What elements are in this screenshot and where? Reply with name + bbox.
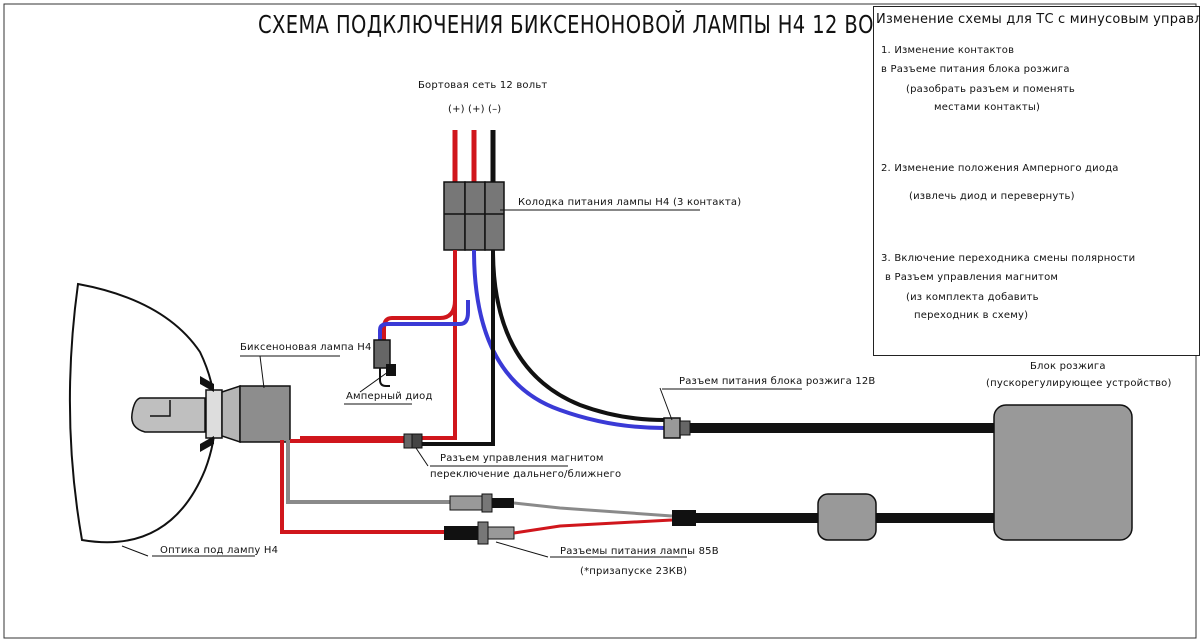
lamp-power-label: Разъемы питания лампы 85В <box>560 546 719 557</box>
magnet-control-sublabel: переключение дальнего/ближнего <box>430 469 622 480</box>
optics-label: Оптика под лампу H4 <box>160 545 279 556</box>
h4-connector <box>443 181 505 251</box>
step1-note1: (разобрать разъем и поменять <box>906 84 1075 95</box>
ballast-box <box>993 404 1133 541</box>
ballast-label: Блок розжига <box>1030 361 1106 372</box>
step1-line1: 1. Изменение контактов <box>881 45 1015 56</box>
ampere-diode <box>373 339 396 387</box>
step3-line2: в Разъем управления магнитом <box>885 272 1059 283</box>
bixenon-lamp-label: Биксеноновая лампа H4 <box>240 342 372 353</box>
step1-line2: в Разъеме питания блока розжига <box>881 64 1070 75</box>
power-network-label: Бортовая сеть 12 вольт <box>418 80 548 91</box>
ignitor-box <box>817 493 877 541</box>
diagram-title: СХЕМА ПОДКЛЮЧЕНИЯ БИКСЕНОНОВОЙ ЛАМПЫ H4 … <box>258 10 916 39</box>
power-pin-1: (+) <box>448 104 465 115</box>
step3-note1: (из комплекта добавить <box>906 292 1039 303</box>
step3-line1: 3. Включение переходника смены полярност… <box>881 253 1136 264</box>
panel-title: Изменение схемы для ТС с минусовым управ… <box>876 12 1200 27</box>
lamp-bulb-arm <box>131 397 206 433</box>
step2-line1: 2. Изменение положения Амперного диода <box>881 163 1119 174</box>
ampere-diode-label: Амперный диод <box>346 391 433 402</box>
step2-note1: (извлечь диод и перевернуть) <box>909 191 1075 202</box>
lamp-power-wires <box>280 440 994 545</box>
lamp-base <box>239 385 291 443</box>
magnet-control-label: Разъем управления магнитом <box>440 453 604 464</box>
supply-wires <box>452 130 496 186</box>
step3-note2: переходник в схему) <box>914 310 1029 321</box>
headlight-optics <box>68 282 217 544</box>
connector-output-wires <box>300 249 665 446</box>
callout-lines <box>121 209 802 558</box>
ballast-power-label: Разъем питания блока розжига 12В <box>679 376 876 387</box>
ballast-power-connector <box>663 417 994 439</box>
lamp-power-sublabel: (*призапуске 23КВ) <box>580 566 688 577</box>
ballast-sublabel: (пускорегулирующее устройство) <box>986 378 1172 389</box>
bixenon-lamp-h4 <box>131 376 291 452</box>
power-pin-2: (+) <box>468 104 485 115</box>
step1-note2: местами контакты) <box>934 102 1041 113</box>
connector-h4-label: Колодка питания лампы H4 (3 контакта) <box>518 197 742 208</box>
magnet-control-connector <box>290 433 423 449</box>
negative-control-panel <box>873 6 1200 356</box>
lamp-flange <box>205 389 223 439</box>
power-pin-3: (–) <box>488 104 502 115</box>
